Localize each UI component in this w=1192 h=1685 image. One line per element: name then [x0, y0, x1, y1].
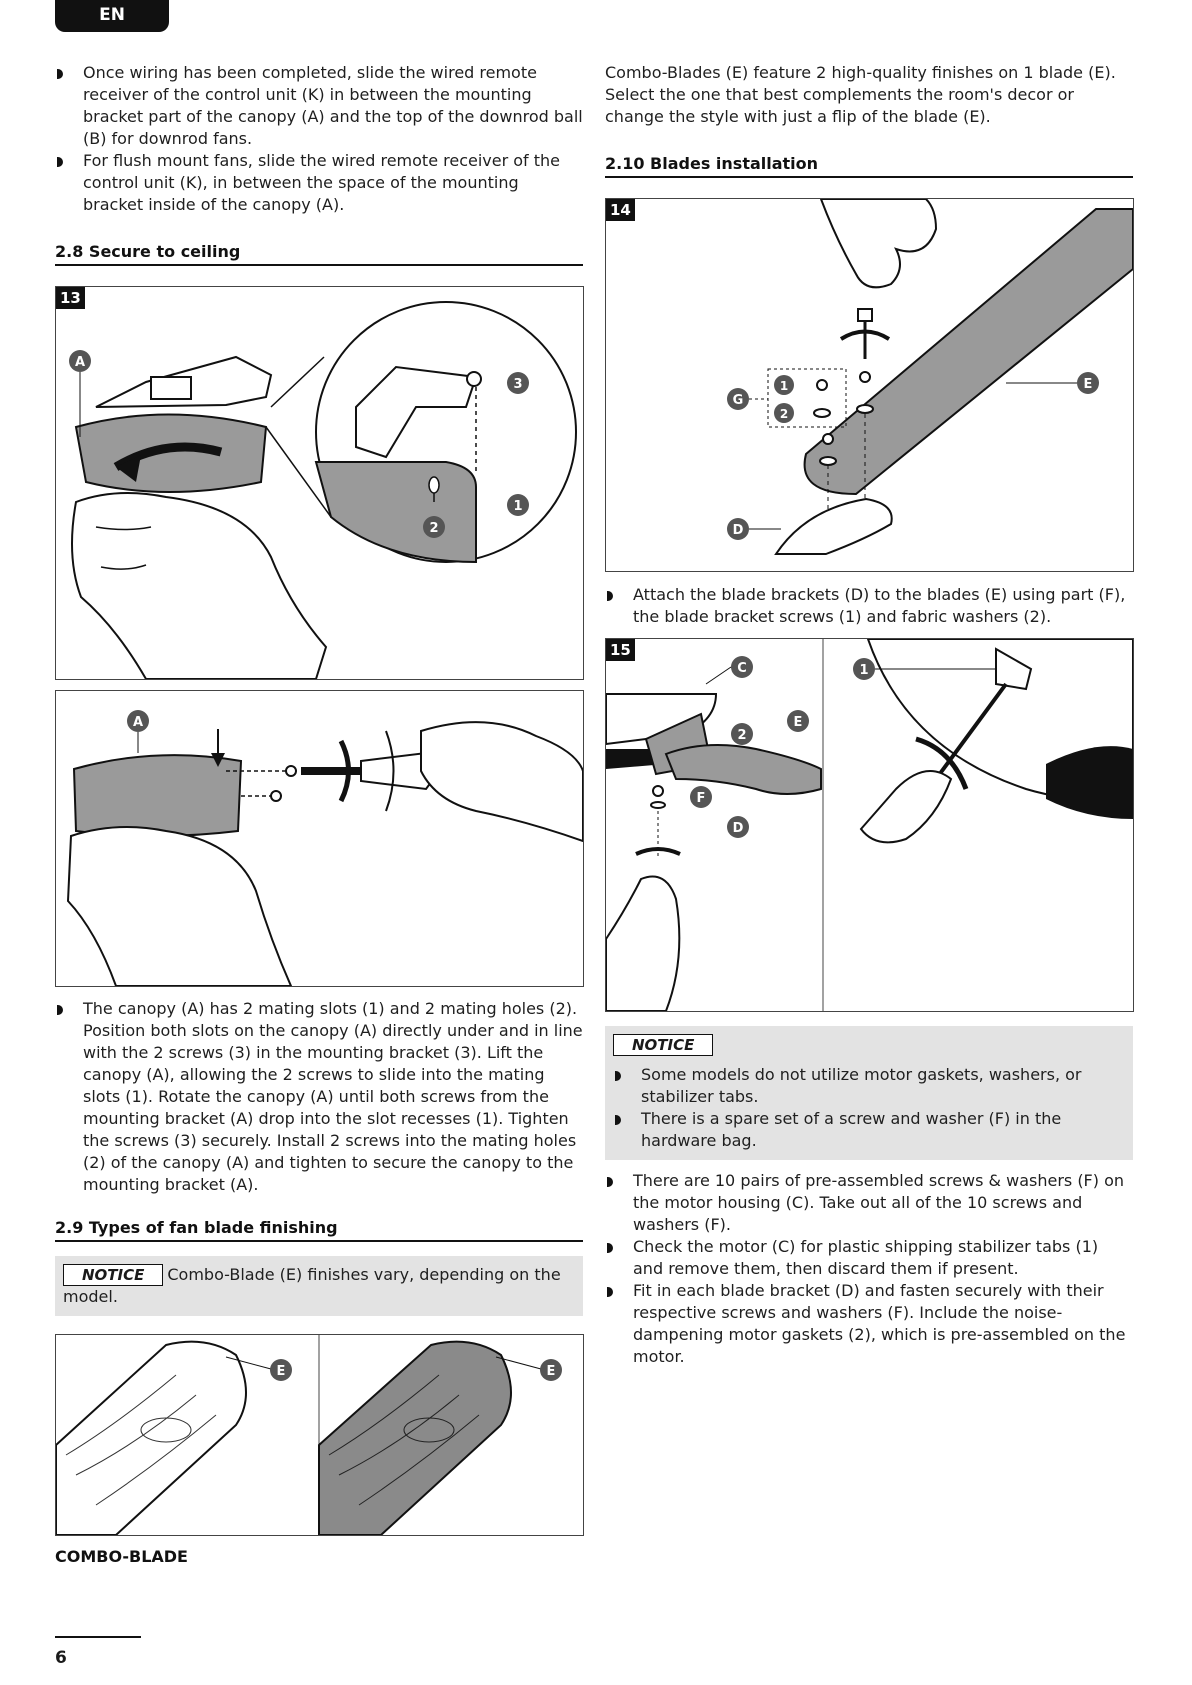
callout-label: 2	[429, 521, 438, 536]
callout-label: 1	[859, 663, 868, 678]
bullet-item: Once wiring has been completed, slide th…	[55, 62, 583, 150]
callout-label: 1	[780, 379, 788, 393]
blade-finishes-illustration: E E	[56, 1335, 562, 1535]
figure-15: 15 C 2 E F D 1	[605, 638, 1134, 1012]
callout-label: D	[733, 523, 744, 538]
notice-text: Combo-Blade (E) finishes vary, depending…	[63, 1265, 561, 1306]
bullet-item: For flush mount fans, slide the wired re…	[55, 150, 583, 216]
canopy-screw-illustration: A	[66, 710, 583, 986]
callout-label: 1	[513, 499, 522, 514]
figure-number: 13	[56, 287, 85, 309]
final-bullets: There are 10 pairs of pre-assembled scre…	[605, 1170, 1133, 1368]
notice-box-blades: NOTICE Some models do not utilize motor …	[605, 1026, 1133, 1160]
section-heading-blades-installation: 2.10 Blades installation	[605, 154, 1133, 178]
callout-label: 2	[780, 407, 788, 421]
figure-caption: COMBO-BLADE	[55, 1547, 188, 1566]
bullet-item: There are 10 pairs of pre-assembled scre…	[605, 1170, 1133, 1236]
bullet-item: The canopy (A) has 2 mating slots (1) an…	[55, 998, 583, 1196]
callout-label: E	[547, 1364, 556, 1379]
combo-blade-figure: E E	[55, 1334, 584, 1536]
notice-tag: NOTICE	[613, 1034, 714, 1056]
language-tab: EN	[55, 0, 169, 32]
blade-bracket-illustration: 1 2 G E D	[727, 199, 1133, 555]
figure-number: 15	[606, 639, 635, 661]
callout-label: C	[737, 661, 747, 676]
callout-label: 2	[737, 728, 746, 743]
right-column: Combo-Blades (E) feature 2 high-quality …	[605, 62, 1133, 128]
callout-label: D	[733, 821, 744, 836]
footer-rule	[55, 1636, 141, 1638]
canopy-rotate-illustration: A 3 1 2	[69, 301, 577, 679]
callout-label: A	[133, 715, 143, 730]
section-heading-blade-finishing: 2.9 Types of fan blade finishing	[55, 1218, 583, 1242]
figure-number: 14	[606, 199, 635, 221]
figure-13-top: 13 A 3 1 2	[55, 286, 584, 680]
left-column: Once wiring has been completed, slide th…	[55, 62, 583, 216]
callout-label: F	[697, 791, 706, 806]
callout-label: A	[75, 355, 85, 370]
bullet-item: Fit in each blade bracket (D) and fasten…	[605, 1280, 1133, 1368]
figure-13-bottom: A	[55, 690, 584, 987]
figure-14: 14 1 2 G E D	[605, 198, 1134, 572]
callout-label: 3	[513, 377, 522, 392]
page-number: 6	[55, 1648, 67, 1668]
callout-label: G	[733, 393, 744, 408]
intro-bullets: Once wiring has been completed, slide th…	[55, 62, 583, 216]
section-heading-secure-ceiling: 2.8 Secure to ceiling	[55, 242, 583, 266]
notice-item: There is a spare set of a screw and wash…	[613, 1108, 1125, 1152]
notice-tag: NOTICE	[63, 1264, 164, 1286]
callout-label: E	[277, 1364, 286, 1379]
callout-label: E	[1084, 377, 1093, 392]
bullet-item: Attach the blade brackets (D) to the bla…	[605, 584, 1133, 628]
notice-item: Some models do not utilize motor gaskets…	[613, 1064, 1125, 1108]
combo-blade-intro: Combo-Blades (E) feature 2 high-quality …	[605, 63, 1116, 126]
callout-label: E	[794, 715, 803, 730]
bullet-item: Check the motor (C) for plastic shipping…	[605, 1236, 1133, 1280]
motor-bracket-illustration: C 2 E F D 1	[606, 639, 1133, 1011]
